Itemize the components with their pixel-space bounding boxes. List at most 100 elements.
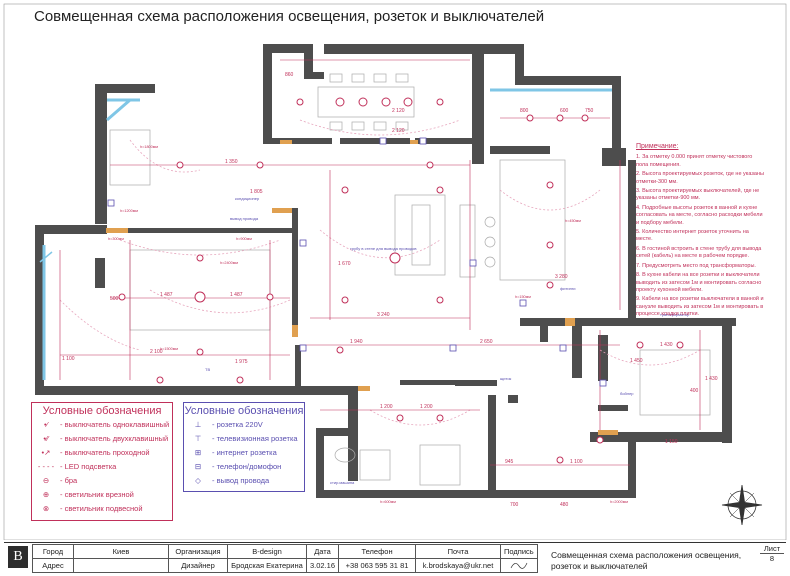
dim-label: 2 120 (392, 128, 405, 134)
legend-row: - - - - - LED подсветка (32, 459, 172, 473)
legend-label: - светильник подвесной (60, 503, 143, 513)
cell: Организация (168, 544, 228, 559)
light (196, 254, 204, 262)
wall (95, 258, 105, 288)
light (396, 414, 404, 422)
light (546, 241, 554, 249)
socket (379, 137, 387, 145)
stool (484, 216, 496, 228)
socket (469, 259, 477, 267)
legend-label: - розетка 220V (212, 419, 263, 429)
notes: Примечание: 1. За отметку 0.000 принят о… (636, 143, 764, 321)
cell: Дата (305, 544, 340, 559)
note: 7. Предусмотреть место под трансформатор… (636, 262, 756, 269)
legend-title: Условные обозначения (42, 405, 162, 417)
light (596, 436, 604, 444)
sofa (394, 194, 446, 276)
chair (329, 121, 343, 131)
cell: Телефон (338, 544, 417, 559)
wall (508, 395, 518, 403)
dimension-labels: 860 2 120 2 120 800 600 750 1 350 1 487 … (62, 72, 718, 508)
cell: k.brodskaya@ukr.net (415, 558, 502, 573)
light (436, 186, 444, 194)
door (358, 386, 370, 391)
drawing-title: Совмещенная схема расположения освещения… (34, 8, 545, 25)
dim-label: 1 975 (235, 359, 248, 365)
wall (415, 138, 472, 144)
light (336, 346, 344, 354)
legend-row: ⊤- телевизионная розетка (184, 431, 304, 445)
wall (628, 160, 636, 318)
light (256, 161, 264, 169)
wire (149, 289, 291, 314)
dim-label: 1 805 (250, 189, 263, 195)
chair (373, 121, 387, 131)
light (358, 97, 368, 107)
wardrobe (109, 129, 151, 186)
dim-label: 700 (510, 502, 519, 508)
light (436, 296, 444, 304)
legend-row: ◇- вывод провода (184, 473, 304, 487)
legend-label: - выключатель одноклавишный (60, 419, 170, 429)
dim-label: 400 (690, 388, 699, 394)
wall (316, 428, 358, 436)
height-label: h=900мм (236, 237, 252, 241)
door (292, 325, 298, 337)
light (341, 186, 349, 194)
legend-label: - светильник врезной (60, 489, 134, 499)
dim-label: 1 200 (420, 404, 433, 410)
wire (119, 239, 281, 256)
annotation: стир.машина (330, 480, 355, 485)
light (436, 414, 444, 422)
cell: Город (32, 544, 74, 559)
height-label: h=1800мм (140, 145, 158, 149)
legend-row: ⊞ - интернет розетка (184, 445, 304, 459)
wall (316, 490, 496, 498)
door (565, 318, 575, 326)
note: 5. Количество интернет розеток уточнить … (636, 229, 749, 243)
double-switch-icon: •⁄⁄ (43, 433, 49, 443)
wall (295, 345, 301, 387)
light (236, 376, 244, 384)
legend-label: - интернет розетка (212, 447, 277, 457)
legend-label: - выключатель проходной (60, 447, 150, 457)
note: 3. Высота проектируемых выключателей, гд… (636, 188, 760, 202)
toilet (334, 447, 356, 463)
light (176, 161, 184, 169)
wire (499, 189, 601, 211)
bed (129, 249, 271, 331)
legend-label: - вывод провода (212, 475, 270, 485)
light (381, 97, 391, 107)
wall (484, 44, 524, 54)
wall (602, 148, 626, 166)
light (426, 161, 434, 169)
internet-socket-icon: ⊞ (194, 447, 202, 457)
wall (590, 432, 732, 442)
note: 4. Подробные высоты розеток в ванной и к… (636, 204, 763, 226)
notes-title: Примечание: (636, 143, 679, 150)
dim-label: 2 120 (392, 108, 405, 114)
wire (299, 119, 461, 136)
wall (488, 395, 496, 498)
chair (395, 121, 409, 131)
legend-label: - LED подсветка (60, 461, 117, 471)
wire (129, 139, 201, 173)
compass-icon (721, 484, 763, 526)
cabinet (459, 204, 476, 278)
socket (519, 299, 527, 307)
light (636, 341, 644, 349)
legend-row: ⊥- розетка 220V (184, 417, 304, 431)
led-strip-icon: - - - - (37, 461, 55, 471)
dim-label: 1 940 (350, 339, 363, 345)
height-label: h=2400мм (220, 261, 238, 265)
door (410, 140, 418, 144)
wall (340, 138, 410, 144)
cell: Почта (415, 544, 502, 559)
company-logo: B (8, 546, 28, 568)
wall (598, 335, 608, 381)
dim-label: 1 670 (338, 261, 351, 267)
dim-label: 1 430 (705, 376, 718, 382)
wall (490, 146, 550, 154)
wall (95, 84, 155, 93)
dim-label: 2 100 (150, 349, 163, 355)
